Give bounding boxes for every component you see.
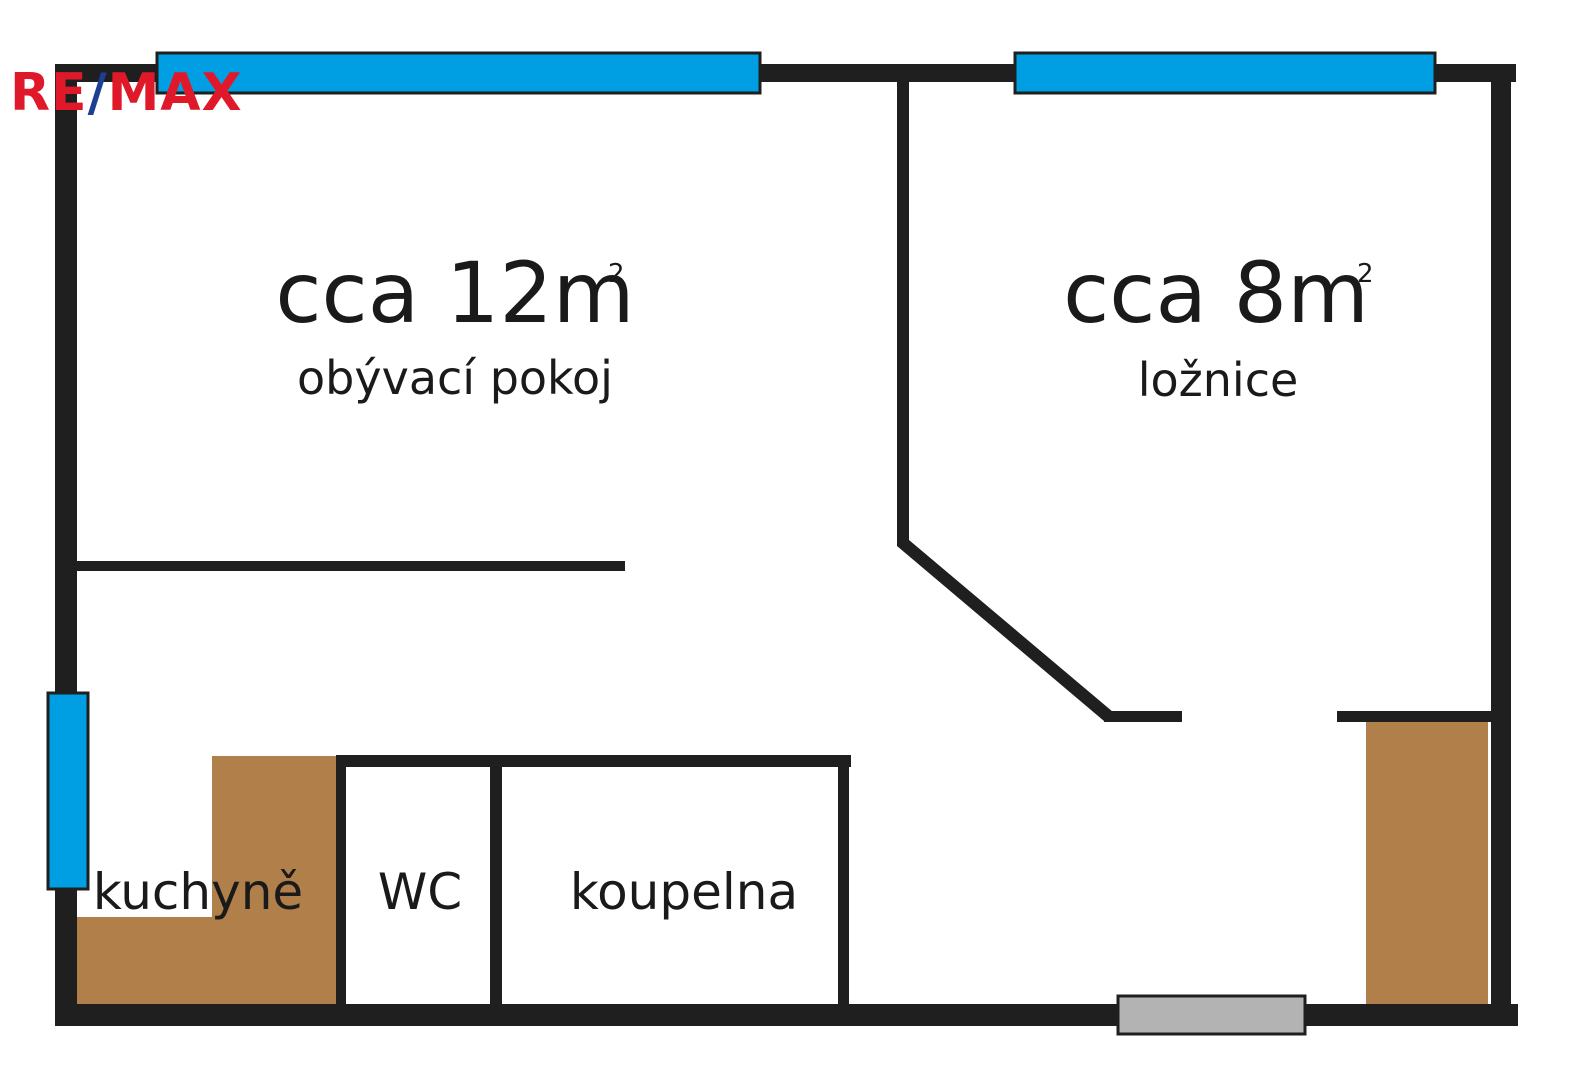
bedroom-wall-stub-left: [1104, 711, 1182, 722]
bedroom-wall-stub-right: [1337, 711, 1491, 722]
window-living-room: [155, 51, 762, 95]
bedroom-diagonal-wall: [897, 540, 1113, 721]
bedroom-area: cca 8m: [1063, 244, 1369, 342]
entrance-door: [1116, 994, 1307, 1036]
wc-bathroom-divider: [490, 755, 502, 1007]
living-room-labels: cca 12m 2 obývací pokoj: [275, 244, 634, 405]
bedroom-label: ložnice: [1138, 353, 1299, 407]
kitchen-label: kuchyně: [93, 863, 303, 921]
bathroom-label: koupelna: [570, 863, 798, 921]
wet-core-right-wall: [838, 755, 849, 1007]
kitchen-counter: [77, 756, 336, 1004]
bedroom-labels: cca 8m 2 ložnice: [1063, 244, 1373, 407]
svg-text:koupelna: koupelna: [570, 863, 798, 921]
window-bedroom: [1013, 51, 1437, 95]
svg-text:kuchyně: kuchyně: [93, 863, 303, 921]
living-room-partition: [77, 561, 625, 571]
wet-core-top-wall: [336, 755, 851, 767]
living-room-area-sup: 2: [608, 259, 625, 289]
svg-text:RE/MAX: RE/MAX: [10, 63, 243, 123]
windows: [46, 51, 1437, 891]
remax-logo: RE/MAX: [10, 63, 243, 123]
bedroom-wardrobe: [1366, 722, 1488, 1004]
living-room-area: cca 12m: [275, 244, 634, 342]
svg-text:obývací pokoj: obývací pokoj: [297, 351, 613, 405]
wall-right: [1491, 64, 1511, 1024]
svg-text:cca 8m: cca 8m: [1063, 244, 1369, 342]
bedroom-area-sup: 2: [1357, 259, 1374, 289]
wet-core-left-wall: [336, 755, 346, 1007]
svg-text:WC: WC: [378, 863, 462, 921]
svg-text:2: 2: [1357, 259, 1374, 289]
bedroom-vertical-wall: [897, 82, 909, 542]
interior-walls: [77, 82, 1491, 1007]
window-kitchen: [46, 691, 90, 891]
svg-text:cca 12m: cca 12m: [275, 244, 634, 342]
logo-re: RE: [10, 63, 88, 123]
wc-label: WC: [378, 863, 462, 921]
svg-text:2: 2: [608, 259, 625, 289]
logo-max: MAX: [108, 63, 243, 123]
living-room-label: obývací pokoj: [297, 351, 613, 405]
cabinets: [77, 722, 1488, 1004]
svg-text:ložnice: ložnice: [1138, 353, 1299, 407]
logo-slash: /: [88, 63, 108, 123]
